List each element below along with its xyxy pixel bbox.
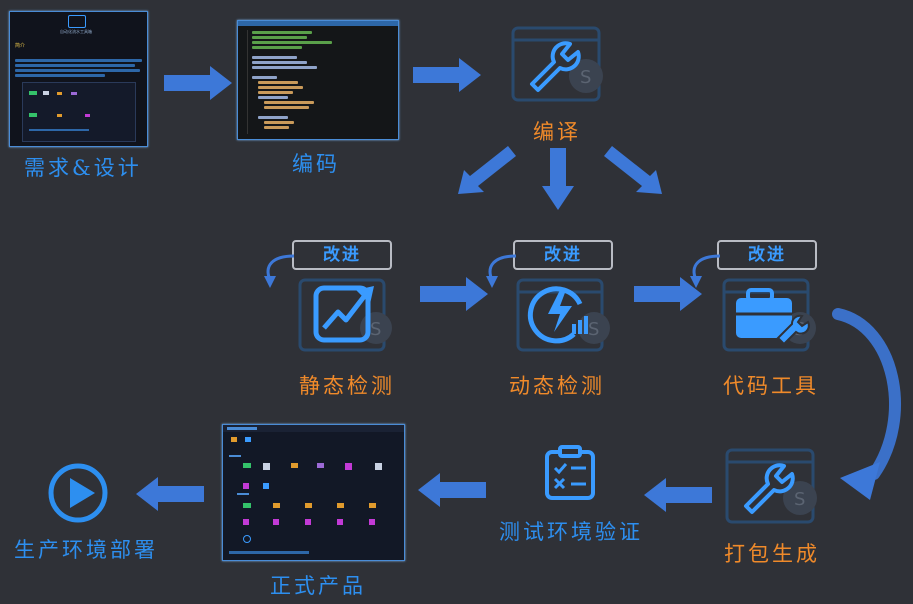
label-deploy: 生产环境部署 (14, 538, 158, 562)
release-thumbnail (222, 424, 405, 561)
label-release: 正式产品 (270, 574, 366, 598)
label-static-check: 静态检测 (299, 374, 395, 398)
arrow-static-to-dynamic (420, 277, 488, 311)
svg-text:S: S (588, 319, 599, 340)
arrow-code-to-compile (413, 58, 481, 92)
loop-arrow-static (264, 254, 295, 288)
loop-arrow-dynamic (486, 254, 517, 288)
doc-logo (68, 15, 86, 28)
doc-paragraph (15, 57, 142, 79)
label-compile: 编译 (533, 120, 581, 144)
compile-wrench-icon: S (511, 26, 603, 102)
label-requirements: 需求&设计 (24, 156, 142, 180)
static-check-chart-icon: S (298, 278, 392, 352)
deploy-play-icon (48, 463, 108, 523)
dynamic-check-lightning-icon: S (516, 278, 610, 352)
improve-badge-tools: 改进 (717, 240, 817, 270)
svg-text:S: S (370, 319, 381, 340)
code-tools-toolbox-icon: S (722, 278, 816, 352)
package-wrench-icon: S (725, 448, 817, 524)
label-code-tools: 代码工具 (723, 374, 819, 398)
arrow-compile-to-tools (604, 146, 662, 194)
code-lines (252, 29, 382, 131)
label-package: 打包生成 (724, 542, 820, 566)
doc-title: 自动化流水工具箱 (60, 29, 92, 34)
svg-text:S: S (794, 489, 805, 510)
label-dynamic-check: 动态检测 (509, 374, 605, 398)
improve-badge-dynamic: 改进 (513, 240, 613, 270)
improve-badge-static: 改进 (292, 240, 392, 270)
label-test-verify: 测试环境验证 (499, 520, 643, 544)
doc-screenshot (22, 82, 136, 142)
requirements-thumbnail: 自动化流水工具箱 简介 (9, 11, 148, 147)
arrow-release-to-deploy (136, 477, 204, 511)
svg-text:S: S (580, 67, 591, 88)
arrow-compile-to-static (458, 146, 516, 194)
doc-heading: 简介 (15, 43, 26, 49)
app-grid (237, 461, 397, 551)
loop-arrow-tools (690, 254, 721, 288)
test-verify-checklist-icon (545, 445, 595, 500)
coding-thumbnail (237, 20, 399, 140)
arrow-test-to-release (418, 473, 486, 507)
arrow-tools-to-package (832, 308, 901, 500)
arrow-compile-to-dynamic (542, 148, 574, 210)
arrow-dynamic-to-tools (634, 277, 702, 311)
arrow-package-to-test (644, 478, 712, 512)
label-coding: 编码 (292, 152, 340, 176)
arrow-req-to-code (164, 66, 232, 100)
